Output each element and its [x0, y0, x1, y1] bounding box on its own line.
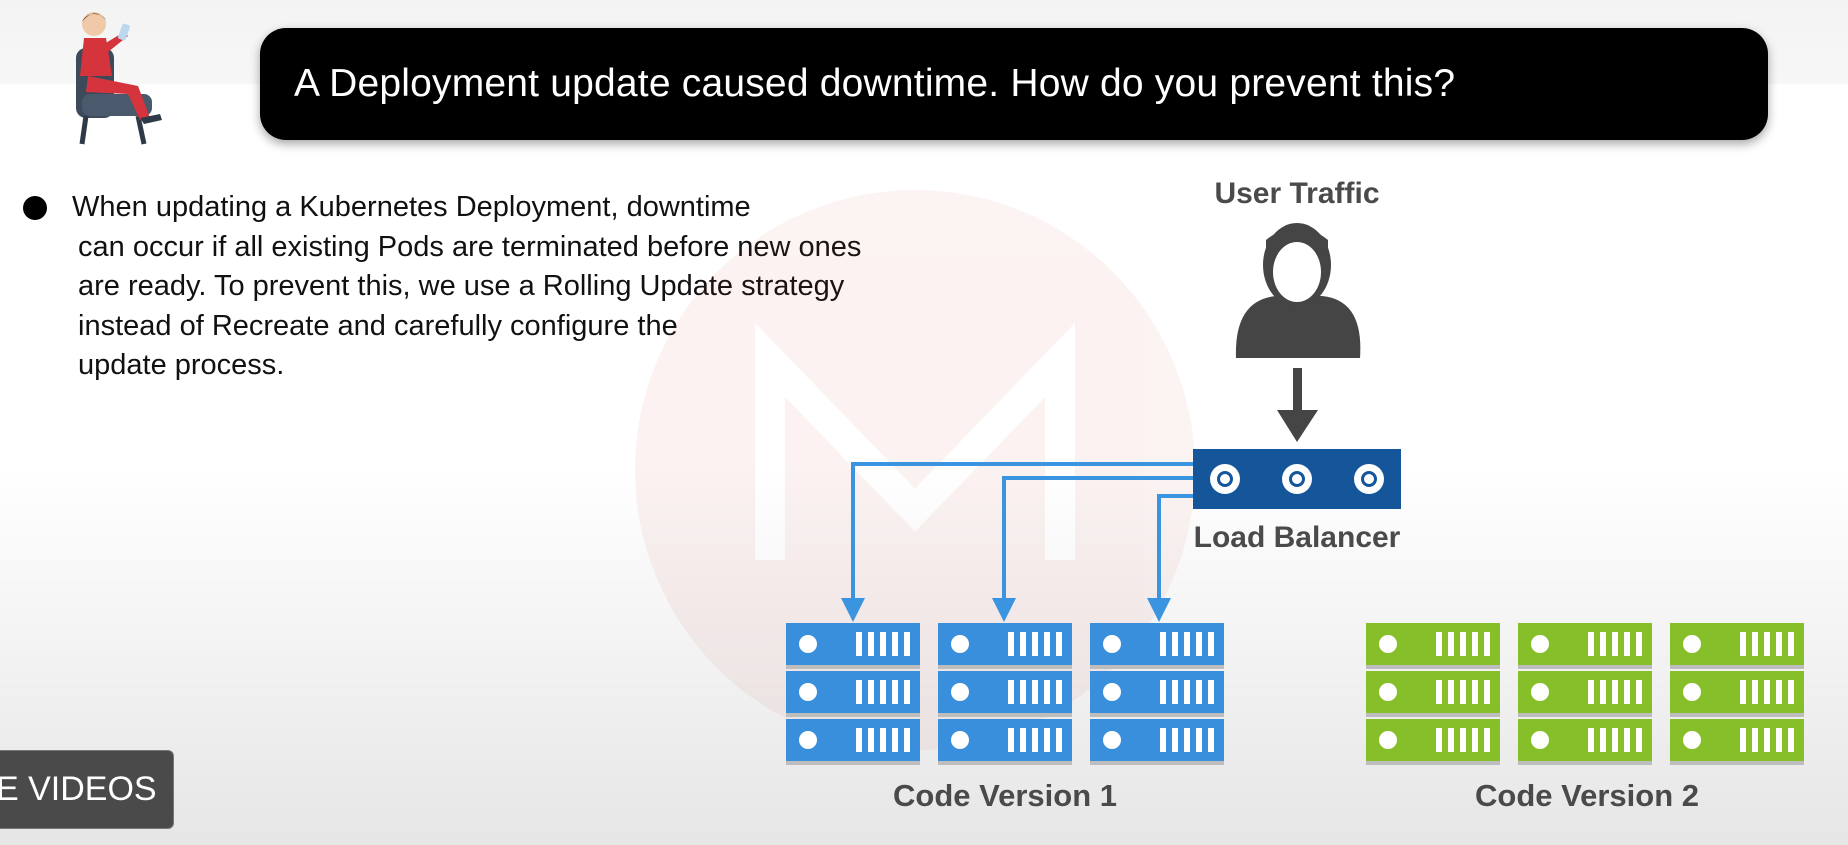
- code-version-2-label: Code Version 2: [1475, 778, 1699, 813]
- explanation-line: instead of Recreate and carefully config…: [78, 309, 678, 342]
- explanation-text: When updating a Kubernetes Deployment, d…: [72, 188, 972, 386]
- code-version-1-server: [1090, 623, 1224, 765]
- load-balancer-icon: [1193, 449, 1401, 509]
- server-racks: [786, 623, 1804, 765]
- more-videos-label: E VIDEOS: [0, 770, 157, 808]
- question-banner: A Deployment update caused downtime. How…: [260, 28, 1768, 140]
- more-videos-button[interactable]: E VIDEOS: [0, 750, 174, 829]
- user-traffic-label: User Traffic: [1214, 177, 1379, 210]
- code-version-1-server: [938, 623, 1072, 765]
- route-to-server-2: [992, 476, 1193, 622]
- load-balancer-label: Load Balancer: [1194, 521, 1401, 554]
- user-icon: [1235, 223, 1361, 358]
- bullet-icon: [23, 196, 47, 220]
- explanation-line: When updating a Kubernetes Deployment, d…: [72, 191, 751, 223]
- route-to-server-1: [841, 462, 1193, 622]
- presenter-illustration: [76, 12, 162, 145]
- explanation-line: update process.: [78, 349, 285, 381]
- traffic-routes: [841, 462, 1193, 622]
- code-version-1-server: [786, 623, 920, 765]
- traffic-arrow: [1277, 368, 1318, 442]
- code-version-1-label: Code Version 1: [893, 778, 1117, 813]
- code-version-2-server: [1518, 623, 1652, 765]
- code-version-2-server: [1670, 623, 1804, 765]
- code-version-2-server: [1366, 623, 1500, 765]
- route-to-server-3: [1147, 494, 1193, 622]
- explanation-line: are ready. To prevent this, we use a Rol…: [78, 270, 845, 302]
- page-title: A Deployment update caused downtime. How…: [294, 62, 1456, 105]
- explanation-line: can occur if all existing Pods are termi…: [78, 230, 862, 263]
- watermark-logo: [635, 190, 1195, 750]
